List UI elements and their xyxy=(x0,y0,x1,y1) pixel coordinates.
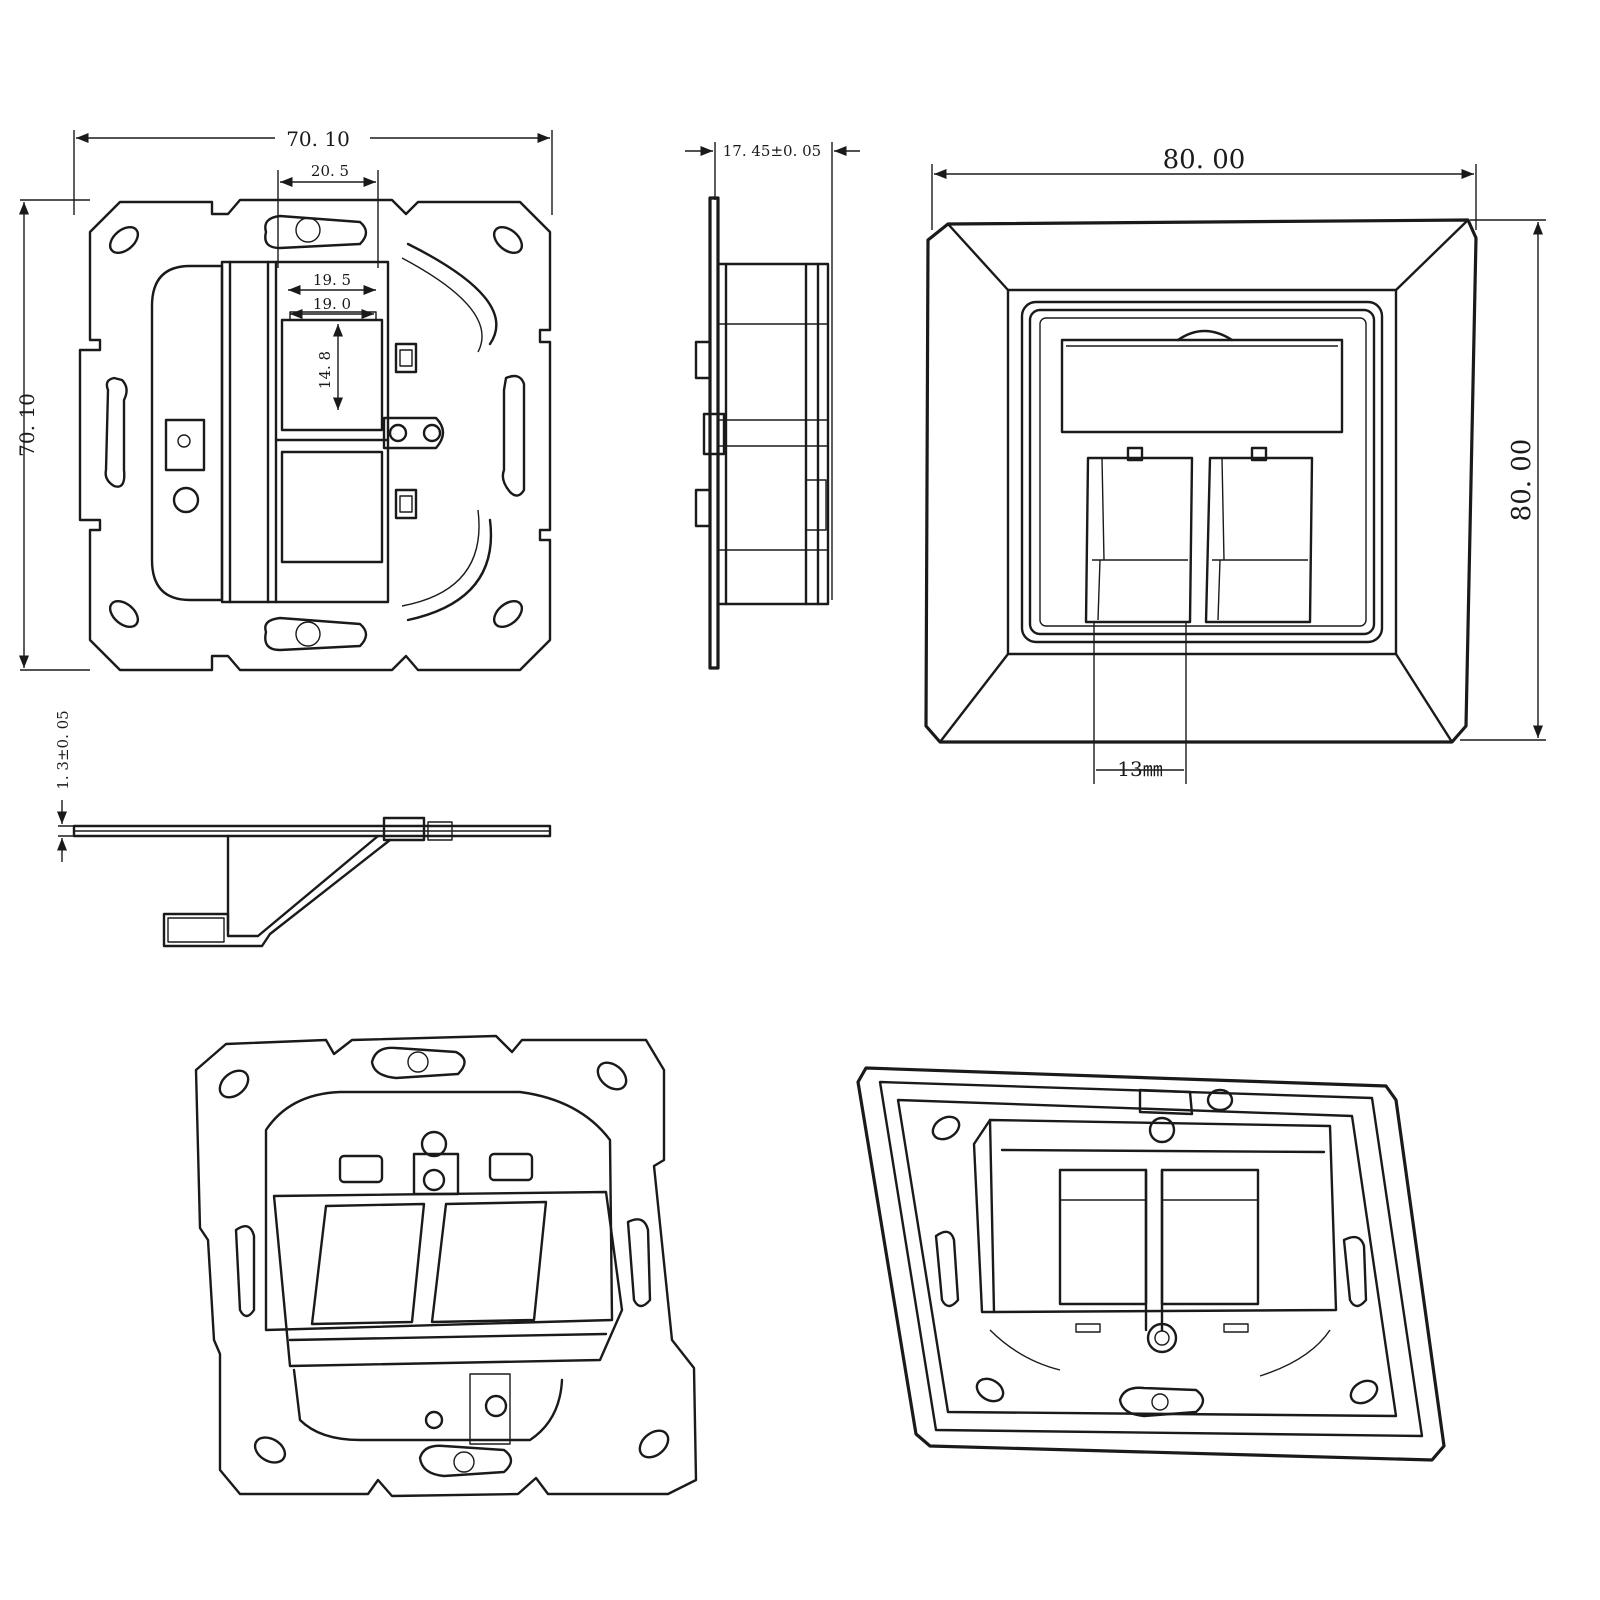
dim-port-height-label: 14. 8 xyxy=(316,351,334,389)
dim-faceplate-height-label: 80. 00 xyxy=(1507,439,1537,522)
dim-faceplate-width-label: 80. 00 xyxy=(1163,145,1246,175)
iso-faceplate-port-right xyxy=(1160,1168,1260,1306)
dim-thickness-label: 1. 3±0. 05 xyxy=(54,710,72,789)
corner-hole-icon xyxy=(108,599,140,629)
right-slot-icon xyxy=(501,374,526,497)
dimension-depth: 17. 45±0. 05 xyxy=(685,142,860,600)
side-module xyxy=(716,262,830,606)
iso-faceplate-module xyxy=(988,1118,1338,1314)
side-view: 17. 45±0. 05 xyxy=(685,142,860,670)
side-clip xyxy=(694,340,712,380)
side-ground-tab xyxy=(702,412,726,456)
label-window xyxy=(1060,338,1344,434)
dim-depth-label: 17. 45±0. 05 xyxy=(723,142,821,160)
module-body xyxy=(220,260,390,604)
iso-back-hole-icon xyxy=(596,1061,628,1091)
iso-back-hole-icon xyxy=(253,1436,287,1464)
dim-width-label: 70. 10 xyxy=(286,127,350,151)
ground-tab xyxy=(382,416,445,450)
dim-port-width-outer-label: 19. 5 xyxy=(313,271,351,289)
faceplate-bevel-inner xyxy=(1006,288,1398,656)
left-slot-icon xyxy=(104,376,128,488)
front-view: 70. 10 20. 5 70. 10 xyxy=(15,127,553,672)
side-clip xyxy=(694,488,712,528)
dim-height-label: 70. 10 xyxy=(15,393,39,457)
dimension-port-spacing: 13㎜ xyxy=(1093,622,1187,784)
corner-hole-icon xyxy=(492,225,524,255)
bottom-ground-tab xyxy=(382,816,426,842)
iso-view-back xyxy=(194,1034,698,1498)
iso-faceplate-hole-icon xyxy=(931,1115,961,1141)
inner-recess xyxy=(150,264,224,602)
iso-faceplate-hole-icon xyxy=(975,1377,1005,1403)
corner-hole-icon xyxy=(108,225,140,255)
iso-faceplate-hole-icon xyxy=(1206,1088,1234,1112)
right-arc-inner xyxy=(401,257,483,607)
iso-back-port-left xyxy=(310,1202,426,1326)
upper-clip xyxy=(394,342,418,374)
iso-back-module xyxy=(272,1190,624,1368)
dimension-height: 70. 10 xyxy=(15,199,90,671)
faceplate-port-left xyxy=(1084,456,1194,624)
iso-view-faceplate xyxy=(856,1066,1446,1462)
corner-hole-icon xyxy=(492,599,524,629)
right-arc xyxy=(406,242,498,622)
bottom-view: 1. 3±0. 05 xyxy=(54,710,552,948)
iso-back-frame xyxy=(194,1034,698,1498)
dim-module-width-label: 20. 5 xyxy=(311,162,349,180)
dimension-port-widths: 19. 5 19. 0 14. 8 xyxy=(288,271,376,410)
dimension-module-width: 20. 5 xyxy=(277,162,379,268)
dimension-faceplate-height: 80. 00 xyxy=(1460,219,1546,741)
dimension-thickness: 1. 3±0. 05 xyxy=(54,710,140,862)
faceplate-view: 80. 00 80. 00 xyxy=(924,145,1546,784)
dim-port-width-inner-label: 19. 0 xyxy=(313,295,351,313)
iso-back-hole-icon xyxy=(638,1429,670,1459)
top-slot-icon xyxy=(264,214,368,250)
faceplate-insert xyxy=(1020,300,1384,644)
mounting-frame xyxy=(78,198,552,672)
iso-faceplate-port-left xyxy=(1058,1168,1148,1306)
lower-port xyxy=(280,450,384,564)
iso-back-hole-icon xyxy=(218,1069,250,1099)
bottom-slot-icon xyxy=(264,616,368,652)
bottom-arm xyxy=(162,834,392,948)
dimension-faceplate-width: 80. 00 xyxy=(931,145,1477,230)
dim-port-spacing-label: 13㎜ xyxy=(1117,757,1162,781)
dimension-width: 70. 10 xyxy=(73,127,553,215)
left-tab xyxy=(164,418,206,472)
faceplate-port-right xyxy=(1204,456,1314,624)
iso-back-port-right xyxy=(430,1200,548,1324)
lower-clip xyxy=(394,488,418,520)
iso-faceplate-hole-icon xyxy=(1349,1379,1379,1405)
iso-faceplate-outer xyxy=(856,1066,1446,1462)
